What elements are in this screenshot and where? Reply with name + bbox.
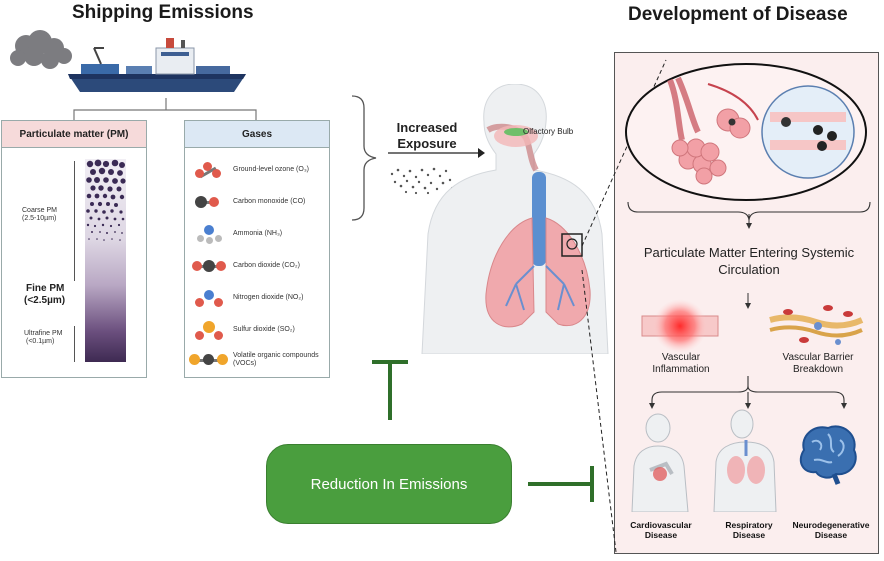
increased-exposure-label: Increased Exposure bbox=[385, 120, 469, 152]
center-bracket bbox=[351, 95, 377, 221]
brain-icon bbox=[799, 425, 857, 485]
ozone-molecule-icon bbox=[185, 159, 233, 181]
fine-pm-range: (<2.5µm) bbox=[24, 295, 66, 306]
gas-row-vocs: Volatile organic compounds (VOCs) bbox=[185, 347, 329, 373]
pm-panel-header: Particulate matter (PM) bbox=[2, 121, 146, 148]
pm-panel: Particulate matter (PM) Coarse PM (2.5-1… bbox=[1, 120, 147, 378]
neuro-line-1: Neurodegenerative bbox=[792, 520, 870, 530]
olfactory-bulb-shape bbox=[504, 128, 528, 136]
gas-label-ozone: Ground-level ozone (O₃) bbox=[233, 166, 309, 173]
cardio-line-2: Disease bbox=[644, 530, 678, 540]
gas-label-no2: Nitrogen dioxide (NO₂) bbox=[233, 294, 304, 301]
gas-label-co: Carbon monoxide (CO) bbox=[233, 198, 306, 205]
gas-label-vocs: Volatile organic compounds (VOCs) bbox=[233, 352, 319, 367]
ultrafine-pm-label: Ultrafine PM bbox=[24, 330, 63, 337]
inflammation-line-1: Vascular bbox=[661, 352, 701, 363]
oval-bracket bbox=[627, 201, 871, 229]
inflammation-line-2: Inflammation bbox=[652, 364, 710, 375]
disease-split-arrows bbox=[649, 376, 847, 409]
olfactory-bulb-label: Olfactory Bulb bbox=[523, 127, 574, 136]
systemic-line-1: Particulate Matter Entering Systemic bbox=[643, 245, 855, 260]
reduction-label: Reduction In Emissions bbox=[310, 475, 468, 493]
respiratory-figure bbox=[713, 409, 777, 512]
exposure-line-2: Exposure bbox=[397, 136, 457, 151]
gases-panel: Gases Ground-level ozone (O₃) Carbon mon… bbox=[184, 120, 330, 378]
gas-row-ozone: Ground-level ozone (O₃) bbox=[185, 159, 329, 181]
gas-label-so2: Sulfur dioxide (SO₂) bbox=[233, 326, 295, 333]
coarse-pm-range: (2.5-10µm) bbox=[22, 215, 57, 222]
nitrogen-dioxide-icon bbox=[185, 287, 233, 309]
human-body-lungs bbox=[421, 84, 609, 354]
systemic-circulation-label: Particulate Matter Entering Systemic Cir… bbox=[624, 244, 874, 278]
ultrafine-pm-range: (<0.1µm) bbox=[26, 338, 55, 345]
systemic-line-2: Circulation bbox=[718, 262, 780, 277]
gas-row-ammonia: Ammonia (NH₃) bbox=[185, 223, 329, 245]
reduction-in-emissions-box: Reduction In Emissions bbox=[266, 444, 512, 524]
vascular-inflammation-icon bbox=[641, 299, 719, 353]
vascular-inflammation-label: Vascular Inflammation bbox=[636, 352, 726, 376]
coarse-range-line bbox=[74, 161, 75, 281]
inhibit-bar-up bbox=[372, 360, 408, 420]
disease-label-neurodegenerative: Neurodegenerative Disease bbox=[786, 520, 876, 540]
cardiovascular-figure bbox=[631, 413, 689, 512]
gas-row-co2: Carbon dioxide (CO₂) bbox=[185, 255, 329, 277]
barrier-line-1: Vascular Barrier bbox=[782, 352, 854, 363]
coarse-pm-label: Coarse PM bbox=[22, 207, 58, 214]
systemic-down-arrow bbox=[745, 293, 751, 309]
exposure-line-1: Increased bbox=[396, 120, 458, 135]
disease-label-cardiovascular: Cardiovascular Disease bbox=[616, 520, 706, 540]
ammonia-molecule-icon bbox=[185, 223, 233, 245]
carbon-monoxide-icon bbox=[185, 191, 233, 213]
alveoli-zoom-oval bbox=[625, 63, 867, 201]
barrier-breakdown-label: Vascular Barrier Breakdown bbox=[770, 352, 866, 376]
neuro-line-2: Disease bbox=[814, 530, 848, 540]
exposure-arrow bbox=[388, 148, 485, 158]
gas-label-ammonia: Ammonia (NH₃) bbox=[233, 230, 283, 237]
barrier-breakdown-icon bbox=[769, 305, 864, 345]
particle-cloud-icon bbox=[390, 167, 454, 195]
disease-label-respiratory: Respiratory Disease bbox=[706, 520, 792, 540]
ship-bracket bbox=[73, 98, 257, 120]
left-title: Shipping Emissions bbox=[72, 2, 254, 23]
cardio-line-1: Cardiovascular bbox=[630, 520, 692, 530]
gas-label-co2: Carbon dioxide (CO₂) bbox=[233, 262, 300, 269]
gas-row-no2: Nitrogen dioxide (NO₂) bbox=[185, 287, 329, 309]
smoke-cloud-icon bbox=[10, 30, 72, 69]
ship-illustration bbox=[10, 30, 246, 92]
inhibit-bar-right bbox=[528, 466, 594, 502]
resp-line-2: Disease bbox=[732, 530, 766, 540]
gas-row-so2: Sulfur dioxide (SO₂) bbox=[185, 319, 329, 341]
carbon-dioxide-icon bbox=[185, 255, 233, 277]
sulfur-dioxide-icon bbox=[185, 319, 233, 341]
gases-panel-header: Gases bbox=[185, 121, 329, 148]
ultrafine-range-line bbox=[74, 326, 75, 362]
resp-line-1: Respiratory bbox=[725, 520, 773, 530]
voc-molecule-icon bbox=[185, 349, 233, 371]
gas-row-co: Carbon monoxide (CO) bbox=[185, 191, 329, 213]
right-title: Development of Disease bbox=[628, 4, 848, 25]
pm-particles bbox=[86, 159, 126, 241]
fine-pm-label: Fine PM bbox=[26, 283, 65, 294]
pm-gradient-column bbox=[85, 159, 126, 362]
barrier-line-2: Breakdown bbox=[792, 364, 844, 375]
